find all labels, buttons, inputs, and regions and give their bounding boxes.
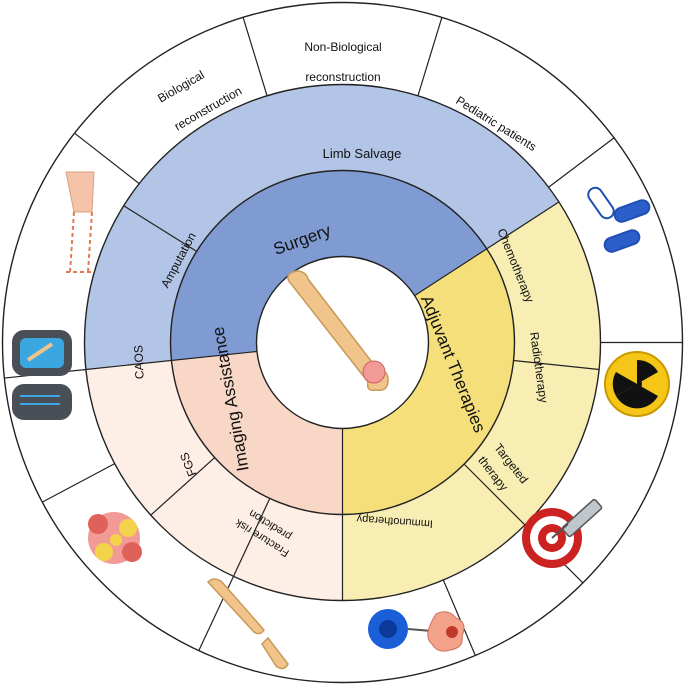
outer-divider bbox=[417, 17, 443, 96]
caos-label: CAOS bbox=[131, 345, 146, 379]
subcategory-divider bbox=[123, 205, 197, 252]
imaging-subsector bbox=[85, 360, 343, 601]
outer-divider bbox=[242, 17, 268, 96]
tumor-cells-icon bbox=[88, 512, 142, 564]
surgery-sector bbox=[170, 170, 487, 361]
subcategory-divider bbox=[513, 359, 600, 371]
immunotherapy-label: Immunotherapy bbox=[356, 512, 434, 529]
fractured-bone-icon bbox=[206, 578, 289, 670]
limb-salvage-label: Limb Salvage bbox=[323, 146, 402, 161]
subcategory-divider bbox=[150, 457, 216, 516]
adjuvant-sector bbox=[342, 248, 515, 515]
outer-divider bbox=[74, 132, 140, 185]
category-divider bbox=[414, 201, 560, 297]
subcategory-divider bbox=[463, 463, 526, 526]
pills-icon bbox=[587, 186, 651, 253]
subcategory-divider bbox=[232, 498, 271, 577]
adjuvant-subsector bbox=[342, 201, 601, 601]
imaging-sector bbox=[171, 351, 343, 515]
category-divider bbox=[85, 350, 258, 371]
outer-divider bbox=[548, 137, 615, 188]
outer-divider bbox=[42, 463, 115, 503]
prosthetic-leg-icon bbox=[65, 171, 95, 273]
target-syringe-icon bbox=[522, 498, 603, 568]
surgery-subsector bbox=[84, 84, 559, 370]
immune-cell-icon bbox=[368, 609, 465, 652]
nonbio-label-line2: reconstruction bbox=[305, 70, 380, 84]
outer-divider bbox=[442, 579, 476, 656]
nonbio-label-line1: Non-Biological bbox=[304, 40, 381, 54]
radiation-icon bbox=[604, 351, 670, 417]
bone-with-tumor-icon bbox=[287, 270, 389, 392]
navigation-screen-icon bbox=[12, 330, 72, 420]
outer-ring-icons bbox=[12, 171, 670, 670]
